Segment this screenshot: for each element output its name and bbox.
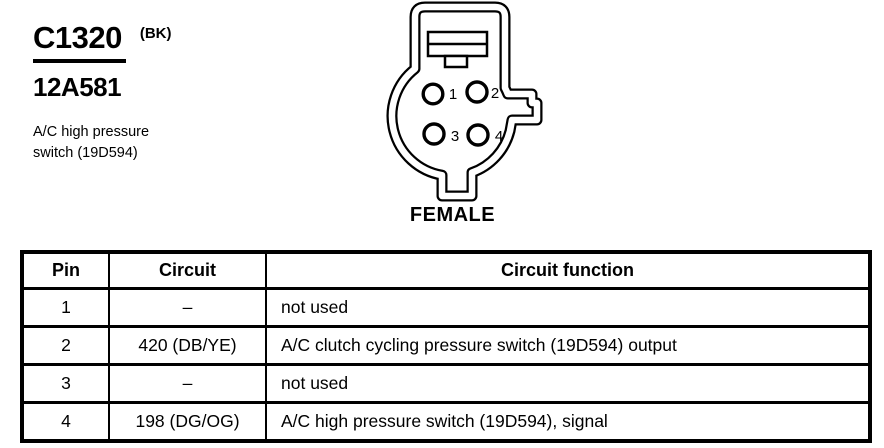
pin-4-circle: [466, 123, 490, 147]
connector-outline-inner: [388, 3, 541, 200]
component-description: A/C high pressure switch (19D594): [33, 122, 149, 164]
pin-1-label: 1: [449, 86, 457, 103]
pin-2-circle: [465, 80, 489, 104]
table-header-row: Pin Circuit Circuit function: [21, 250, 871, 290]
latch-notch: [443, 54, 469, 69]
circuit-cell: 420 (DB/YE): [108, 325, 267, 366]
table-row: 1 – not used: [21, 287, 871, 328]
pin-cell: 1: [21, 287, 110, 328]
pin-4-label: 4: [495, 128, 503, 145]
pin-2-label: 2: [491, 85, 499, 102]
column-header-function: Circuit function: [265, 250, 871, 290]
connector-id-row: C1320 (BK): [33, 20, 172, 63]
column-header-circuit: Circuit: [108, 250, 267, 290]
pin-3-circle: [422, 122, 446, 146]
function-cell: not used: [265, 287, 871, 328]
circuit-cell: –: [108, 287, 267, 328]
component-description-line1: A/C high pressure: [33, 124, 150, 140]
table-row: 4 198 (DG/OG) A/C high pressure switch (…: [21, 401, 871, 443]
table-row: 3 – not used: [21, 363, 871, 404]
connector-id: C1320: [33, 20, 126, 63]
pin-table: Pin Circuit Circuit function 1 – not use…: [20, 250, 872, 443]
component-description-line2: switch (19D594): [33, 145, 138, 161]
pin-cell: 4: [21, 401, 110, 443]
column-header-pin: Pin: [21, 250, 110, 290]
circuit-cell: –: [108, 363, 267, 404]
gender-label: FEMALE: [409, 204, 496, 226]
function-cell: not used: [265, 363, 871, 404]
part-number: 12A581: [33, 72, 122, 102]
pin-1-circle: [421, 82, 445, 106]
circuit-cell: 198 (DG/OG): [108, 401, 267, 443]
table-row: 2 420 (DB/YE) A/C clutch cycling pressur…: [21, 325, 871, 366]
connector-diagram: 1 2 3 4: [386, 1, 543, 202]
function-cell: A/C clutch cycling pressure switch (19D5…: [265, 325, 871, 366]
connector-color-code: (BK): [139, 25, 172, 42]
pin-cell: 3: [21, 363, 110, 404]
pin-3-label: 3: [451, 128, 459, 145]
pin-cell: 2: [21, 325, 110, 366]
function-cell: A/C high pressure switch (19D594), signa…: [265, 401, 871, 443]
